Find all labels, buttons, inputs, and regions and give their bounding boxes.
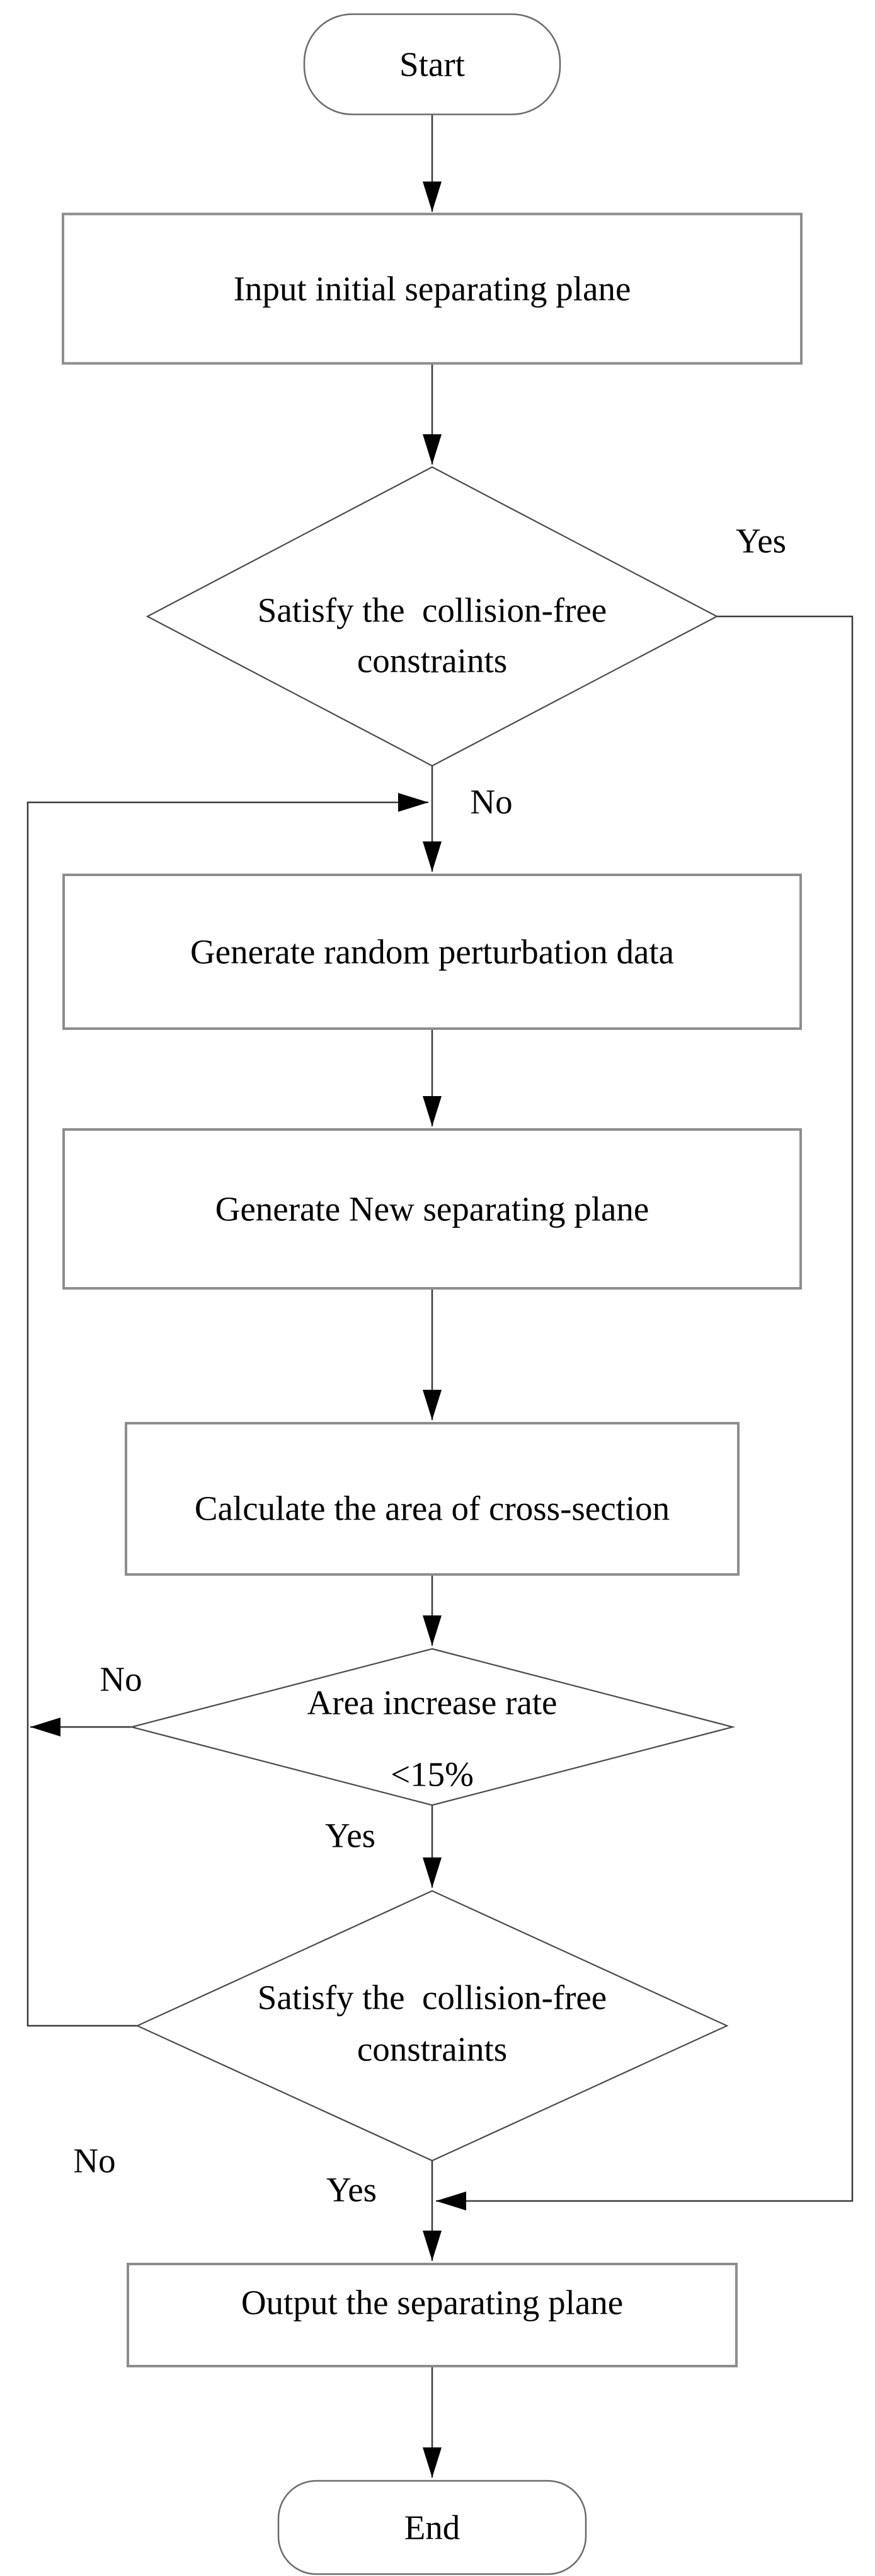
arrowhead-check2-yes-down [423, 1857, 442, 1888]
arrowhead-check3-yes-down [423, 2231, 442, 2261]
edge-no-feedback-left-loop [26, 801, 428, 2027]
branch-label-check3-no: No [73, 2142, 115, 2180]
node-label-end-line1: End [404, 2509, 460, 2547]
node-label-calc-area-line1: Calculate the area of cross-section [195, 1489, 670, 1528]
arrowhead-start-to-input [423, 182, 442, 212]
node-input-plane [62, 212, 803, 365]
node-output-plane [127, 2263, 738, 2367]
branch-label-check2-yes: Yes [325, 1816, 375, 1855]
node-label-gen-new-plane-line1: Generate New separating plane [215, 1190, 649, 1228]
node-gen-random [62, 874, 802, 1030]
arrowhead-calc-area-to-check2 [423, 1615, 442, 1646]
node-label-gen-random-line1: Generate random perturbation data [190, 933, 674, 971]
arrowhead-input-to-check1 [423, 434, 442, 465]
arrowhead-check1-no-down [423, 841, 442, 872]
arrowhead-check1-yes-right-feedback [436, 2192, 466, 2210]
branch-label-check3-yes: Yes [326, 2171, 377, 2209]
branch-label-check2-no: No [100, 1660, 142, 1699]
node-label-check-collision-2-line2: constraints [357, 2030, 507, 2069]
node-calc-area [125, 1422, 740, 1576]
arrowhead-gen-new-to-calc-area [423, 1390, 442, 1420]
node-label-check-collision-1-line2: constraints [357, 642, 507, 680]
node-label-check-area-rate-line2: <15% [391, 1755, 474, 1794]
node-check-collision-2 [135, 1890, 729, 2162]
node-label-check-collision-1-line1: Satisfy the collision-free [258, 591, 607, 630]
arrowhead-gen-random-to-gen-new [423, 1096, 442, 1126]
branch-label-check1-no: No [470, 783, 512, 821]
node-label-check-collision-2-line1: Satisfy the collision-free [258, 1978, 607, 2017]
node-label-input-plane-line1: Input initial separating plane [234, 270, 631, 308]
node-check-collision-1 [146, 466, 719, 767]
edge-check1-yes-right-feedback [436, 615, 854, 2202]
arrowhead-check2-no-left [30, 1718, 60, 1736]
node-start [303, 13, 561, 115]
node-label-start-line1: Start [399, 45, 465, 84]
arrowhead-no-feedback-left-loop [398, 793, 428, 812]
arrowhead-output-to-end [423, 2447, 442, 2478]
node-check-area-rate [129, 1648, 736, 1806]
node-label-check-area-rate-line1: Area increase rate [307, 1684, 558, 1722]
node-gen-new-plane [62, 1128, 802, 1290]
branch-label-check1-yes: Yes [736, 522, 786, 560]
node-end [277, 2480, 587, 2575]
node-label-output-plane-line1: Output the separating plane [241, 2284, 623, 2322]
